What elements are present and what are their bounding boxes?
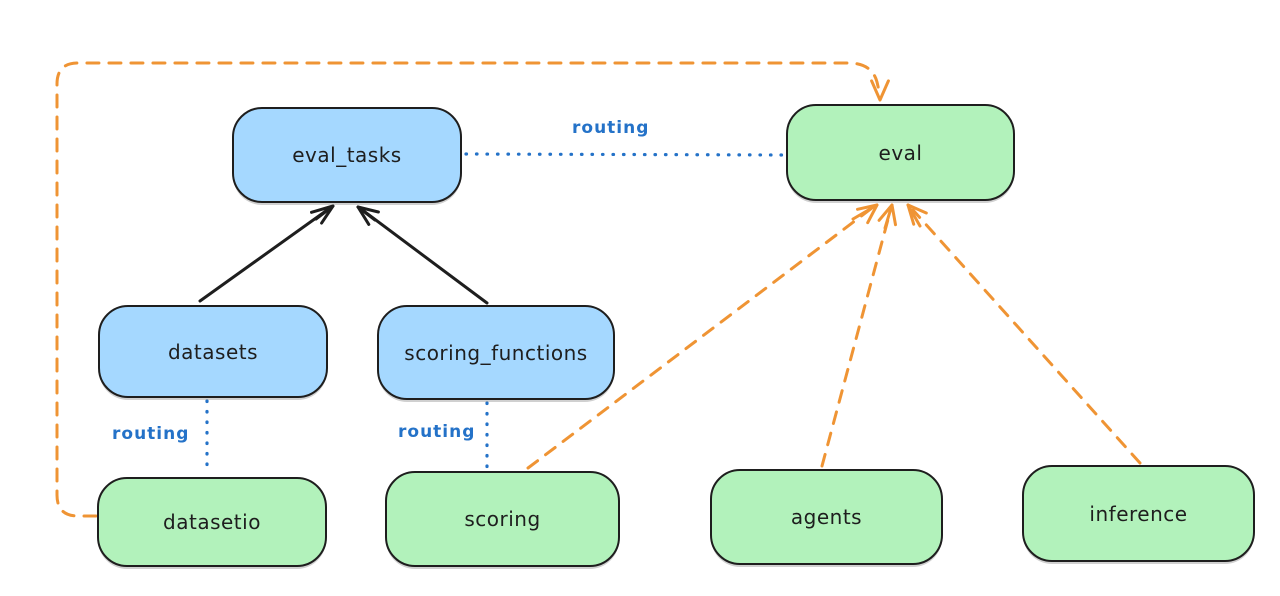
node-datasets: datasets [98,305,328,398]
node-eval-tasks-label: eval_tasks [292,143,402,167]
node-inference: inference [1022,465,1255,562]
edge-inference-to-eval [906,203,1142,465]
node-inference-label: inference [1089,501,1188,526]
edge-scoring-functions-to-eval-tasks [356,205,489,305]
node-datasetio: datasetio [97,477,327,567]
edge-eval-tasks-to-eval-routing [464,152,788,157]
node-agents-label: agents [790,505,863,529]
edge-label-routing: routing [398,422,476,442]
edge-agents-to-eval [820,203,897,468]
node-datasetio-label: datasetio [163,510,261,534]
node-scoring-functions-label: scoring_functions [404,340,588,365]
node-scoring-label: scoring [464,507,541,531]
edge-datasets-to-eval-tasks [198,204,335,303]
node-scoring-functions: scoring_functions [377,305,615,400]
node-scoring: scoring [385,471,620,567]
edge-datasetio-to-eval [55,61,890,518]
node-eval-tasks: eval_tasks [232,107,462,203]
edge-label-routing: routing [572,118,650,138]
node-datasets-label: datasets [167,339,259,364]
node-eval-label: eval [878,140,923,165]
node-eval: eval [786,104,1015,201]
node-agents: agents [710,469,943,565]
edge-scoring-to-eval [526,203,879,470]
edge-label-routing: routing [112,424,190,444]
